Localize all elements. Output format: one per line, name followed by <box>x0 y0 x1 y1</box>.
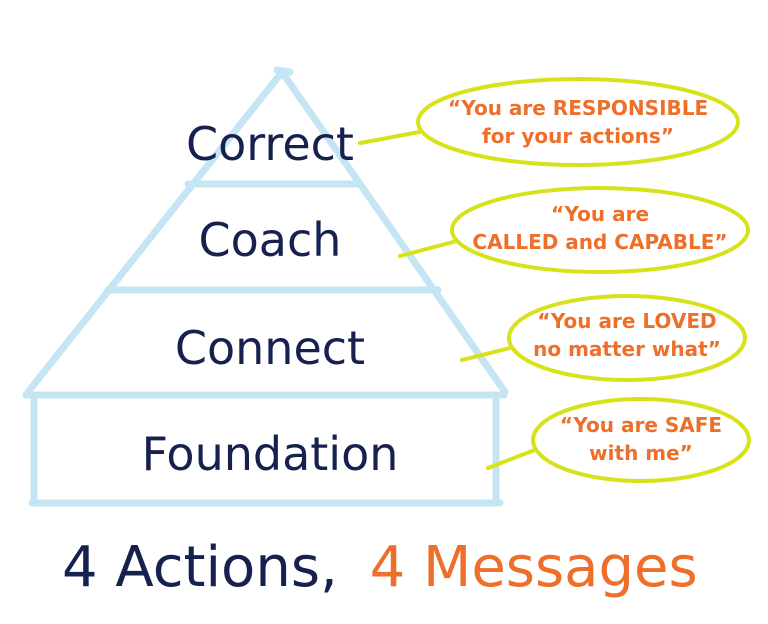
message-bubble-responsible: “You are RESPONSIBLE for your actions” <box>358 77 740 167</box>
level-connect-label: Connect <box>175 321 365 375</box>
bubble-pointer <box>460 344 520 362</box>
message-line-1: “You are RESPONSIBLE <box>448 96 708 120</box>
bubble-outline <box>416 77 740 167</box>
message-line-1: “You are LOVED <box>537 309 716 333</box>
message-line-2: no matter what” <box>533 337 721 361</box>
title-messages: 4 Messages <box>370 535 698 600</box>
message-line-2: with me” <box>589 441 693 465</box>
bubble-outline <box>531 397 751 483</box>
message-line-1: “You are SAFE <box>560 413 722 437</box>
level-correct-label: Correct <box>186 117 354 171</box>
diagram-title: 4 Actions, 4 Messages <box>62 535 698 600</box>
level-coach-label: Coach <box>199 213 342 267</box>
title-actions: 4 Actions, <box>62 535 338 600</box>
message-bubble-safe: “You are SAFE with me” <box>486 397 751 483</box>
level-foundation-label: Foundation <box>142 427 399 481</box>
message-bubble-loved: “You are LOVED no matter what” <box>460 294 747 382</box>
bubble-outline <box>450 186 750 274</box>
bubble-outline <box>507 294 747 382</box>
pyramid-outline <box>22 66 509 507</box>
message-bubble-called: “You are CALLED and CAPABLE” <box>398 186 750 274</box>
pyramid-right-edge <box>278 68 509 396</box>
pyramid-apex <box>273 66 294 76</box>
pyramid-left-edge <box>24 68 286 396</box>
message-line-2: for your actions” <box>482 124 674 148</box>
message-line-1: “You are <box>551 202 649 226</box>
bubble-pointer <box>358 128 432 145</box>
message-line-2: CALLED and CAPABLE” <box>472 230 727 254</box>
